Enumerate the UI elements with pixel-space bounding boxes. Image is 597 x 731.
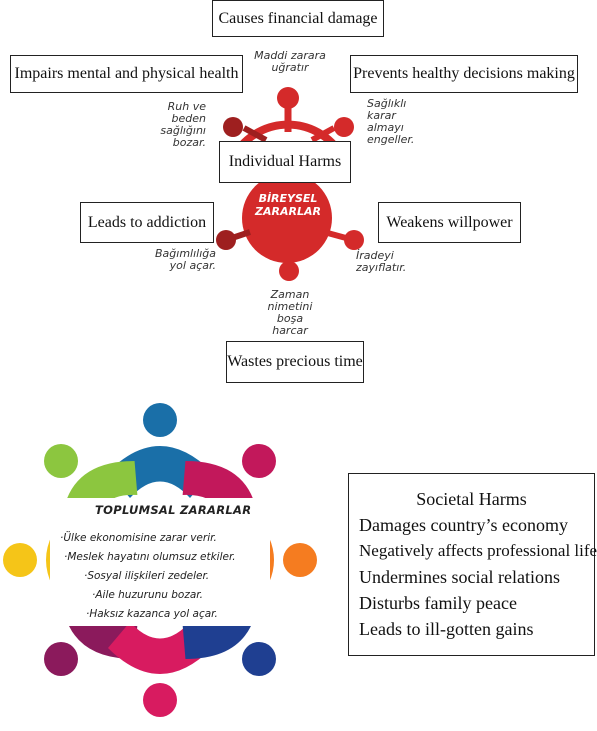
wheel-item-1: ·Ülke ekonomisine zarar verir. [60,532,217,544]
label-leads-to-addiction: Leads to addiction [87,213,207,231]
label-prevents-decisions: Prevents healthy decisions making [353,65,575,82]
societal-item-1: Damages country’s economy [359,515,568,535]
box-individual-harms: Individual Harms [219,141,351,183]
spoke-lower-right [323,229,347,241]
box-causes-financial-damage: Causes financial damage [212,0,384,37]
wheel-item-3: ·Sosyal ilişkileri zedeler. [84,570,210,582]
tr-label-right: İradeyi zayıflatır. [356,249,407,274]
node-bottom [279,261,299,281]
node-left [216,230,236,250]
spoke-left [242,125,268,143]
node-top [277,87,299,109]
societal-harms-title: Societal Harms [416,489,527,509]
box-weakens-willpower: Weakens willpower [378,202,521,243]
center-title-tr: BİREYSEL ZARARLAR [242,192,334,218]
box-prevents-decisions: Prevents healthy decisions making [350,55,578,93]
label-causes-financial-damage: Causes financial damage [218,9,378,27]
wheel-item-2: ·Meslek hayatını olumsuz etkiler. [64,551,236,563]
wheel-item-5: ·Haksız kazanca yol açar. [86,608,218,620]
tr-label-upper-left: Ruh ve beden sağlığını bozar. [160,100,206,149]
societal-item-3: Undermines social relations [359,567,560,587]
label-individual-harms: Individual Harms [228,153,342,170]
tr-label-upper-right: Sağlıklı karar almayı engeller. [367,97,415,146]
societal-item-4: Disturbs family peace [359,593,517,613]
societal-item-2: Negatively affects professional life [359,541,597,560]
center-title-line-2: ZARARLAR [255,205,321,218]
center-disc [242,173,332,263]
box-impairs-health: Impairs mental and physical health [10,55,243,93]
box-societal-harms: Societal Harms Damages country’s economy… [348,473,597,656]
tr-label-bottom: Zaman nimetini boşa harcar [267,288,313,337]
wheel-text-backdrop [50,498,270,626]
node-upper-right [334,117,354,137]
label-weakens-willpower: Weakens willpower [386,213,513,231]
individual-harms-graphic [216,87,364,281]
wheel-title: TOPLUMSAL ZARARLAR [95,503,252,517]
societal-item-5: Leads to ill-gotten gains [359,619,534,639]
box-wastes-time: Wastes precious time [226,341,364,383]
label-wastes-time: Wastes precious time [227,353,363,370]
spoke-right [310,125,336,143]
box-leads-to-addiction: Leads to addiction [80,202,214,243]
wheel-item-4: ·Aile huzurunu bozar. [92,589,203,601]
tr-label-top: Maddi zarara uğratır [254,49,326,74]
center-title-line-1: BİREYSEL [258,192,318,205]
label-impairs-health: Impairs mental and physical health [14,65,239,82]
societal-wheel-graphic [3,403,317,717]
tr-label-left: Bağımlılığa yol açar. [155,247,216,272]
node-right [344,230,364,250]
node-upper-left [223,117,243,137]
